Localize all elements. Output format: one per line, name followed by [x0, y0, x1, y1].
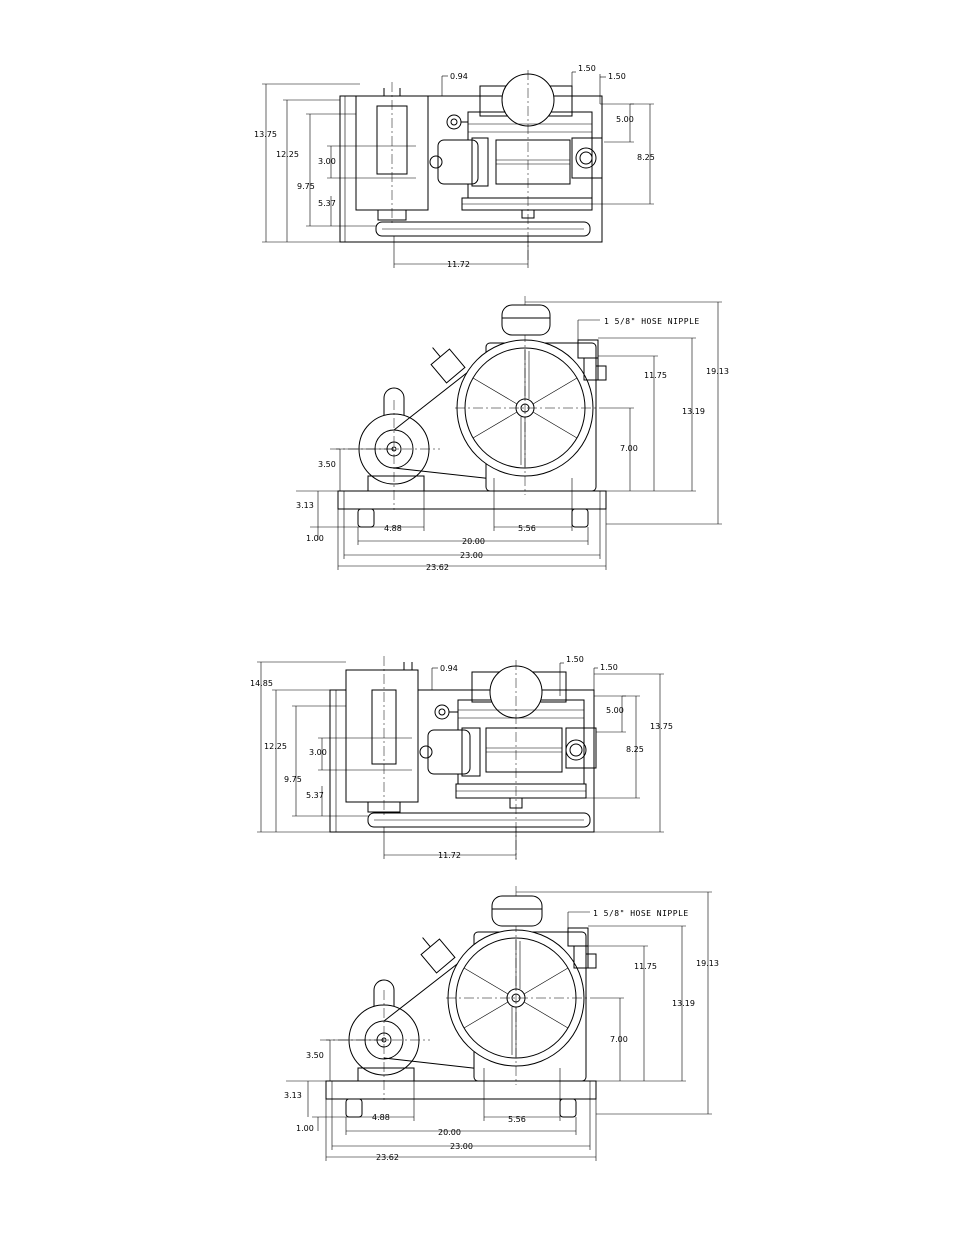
dim-label: 4.88 — [384, 524, 402, 533]
dim-label: 19.13 — [706, 367, 729, 376]
dim-label: 8.25 — [626, 745, 644, 754]
dim-label: 3.00 — [309, 748, 327, 757]
dim-label: 5.56 — [518, 524, 536, 533]
dim-label: 3.50 — [318, 460, 336, 469]
dim-label: 13.75 — [650, 722, 673, 731]
dim-label: 23.62 — [426, 563, 449, 572]
dim-label: 9.75 — [284, 775, 302, 784]
dim-label: 12.25 — [276, 150, 299, 159]
oil-cap — [492, 896, 542, 926]
dim-label: 1.00 — [306, 534, 324, 543]
dim-label: 13.19 — [672, 999, 695, 1008]
dim-label: 0.94 — [450, 72, 468, 81]
top-view-drawing-1: 13.75 12.25 3.00 9.75 5.37 0.94 1.50 1.5… — [254, 64, 655, 269]
side-view-drawing-2: 1 5/8" HOSE NIPPLE 11.75 19.13 13.19 7.0… — [284, 886, 719, 1162]
dim-label: 11.72 — [447, 260, 470, 269]
dim-label: 11.75 — [634, 962, 657, 971]
dim-label: 5.00 — [616, 115, 634, 124]
dim-label: 3.13 — [284, 1091, 302, 1100]
dim-label: 20.00 — [462, 537, 485, 546]
dim-label: 5.37 — [318, 199, 336, 208]
dim-label: 3.50 — [306, 1051, 324, 1060]
gauge — [421, 939, 455, 973]
dim-label: 5.00 — [606, 706, 624, 715]
dim-label: 1.50 — [608, 72, 626, 81]
dim-label: 23.00 — [460, 551, 483, 560]
dim-label: 9.75 — [297, 182, 315, 191]
dim-label: 1.50 — [600, 663, 618, 672]
dim-label: 11.72 — [438, 851, 461, 860]
dim-label: 20.00 — [438, 1128, 461, 1137]
dim-label: 19.13 — [696, 959, 719, 968]
dim-label: 14.85 — [250, 679, 273, 688]
dim-label: 1.50 — [566, 655, 584, 664]
dim-label: 1.50 — [578, 64, 596, 73]
dim-label: 13.19 — [682, 407, 705, 416]
dim-label: 3.13 — [296, 501, 314, 510]
oil-cap — [502, 305, 550, 335]
dim-label: 12.25 — [264, 742, 287, 751]
dim-label: 11.75 — [644, 371, 667, 380]
hose-nipple-note: 1 5/8" HOSE NIPPLE — [604, 317, 700, 326]
dim-label: 5.37 — [306, 791, 324, 800]
dim-label: 7.00 — [610, 1035, 628, 1044]
dim-label: 4.88 — [372, 1113, 390, 1122]
dim-label: 7.00 — [620, 444, 638, 453]
dim-label: 0.94 — [440, 664, 458, 673]
dim-label: 8.25 — [637, 153, 655, 162]
top-view-drawing-2: 14.85 12.25 3.00 9.75 5.37 0.94 1.50 1.5… — [250, 655, 673, 860]
hose-nipple-note: 1 5/8" HOSE NIPPLE — [593, 909, 689, 918]
pump-cap — [502, 74, 554, 126]
base-skid — [338, 491, 606, 509]
side-view-drawing-1: 1 5/8" HOSE NIPPLE 11.75 19.13 13.19 7.0… — [296, 296, 729, 572]
dim-label: 3.00 — [318, 157, 336, 166]
dim-label: 23.62 — [376, 1153, 399, 1162]
base-skid — [326, 1081, 596, 1099]
dim-label: 23.00 — [450, 1142, 473, 1151]
coupling-housing — [428, 730, 470, 774]
dim-label: 1.00 — [296, 1124, 314, 1133]
dim-label: 5.56 — [508, 1115, 526, 1124]
dim-label: 13.75 — [254, 130, 277, 139]
